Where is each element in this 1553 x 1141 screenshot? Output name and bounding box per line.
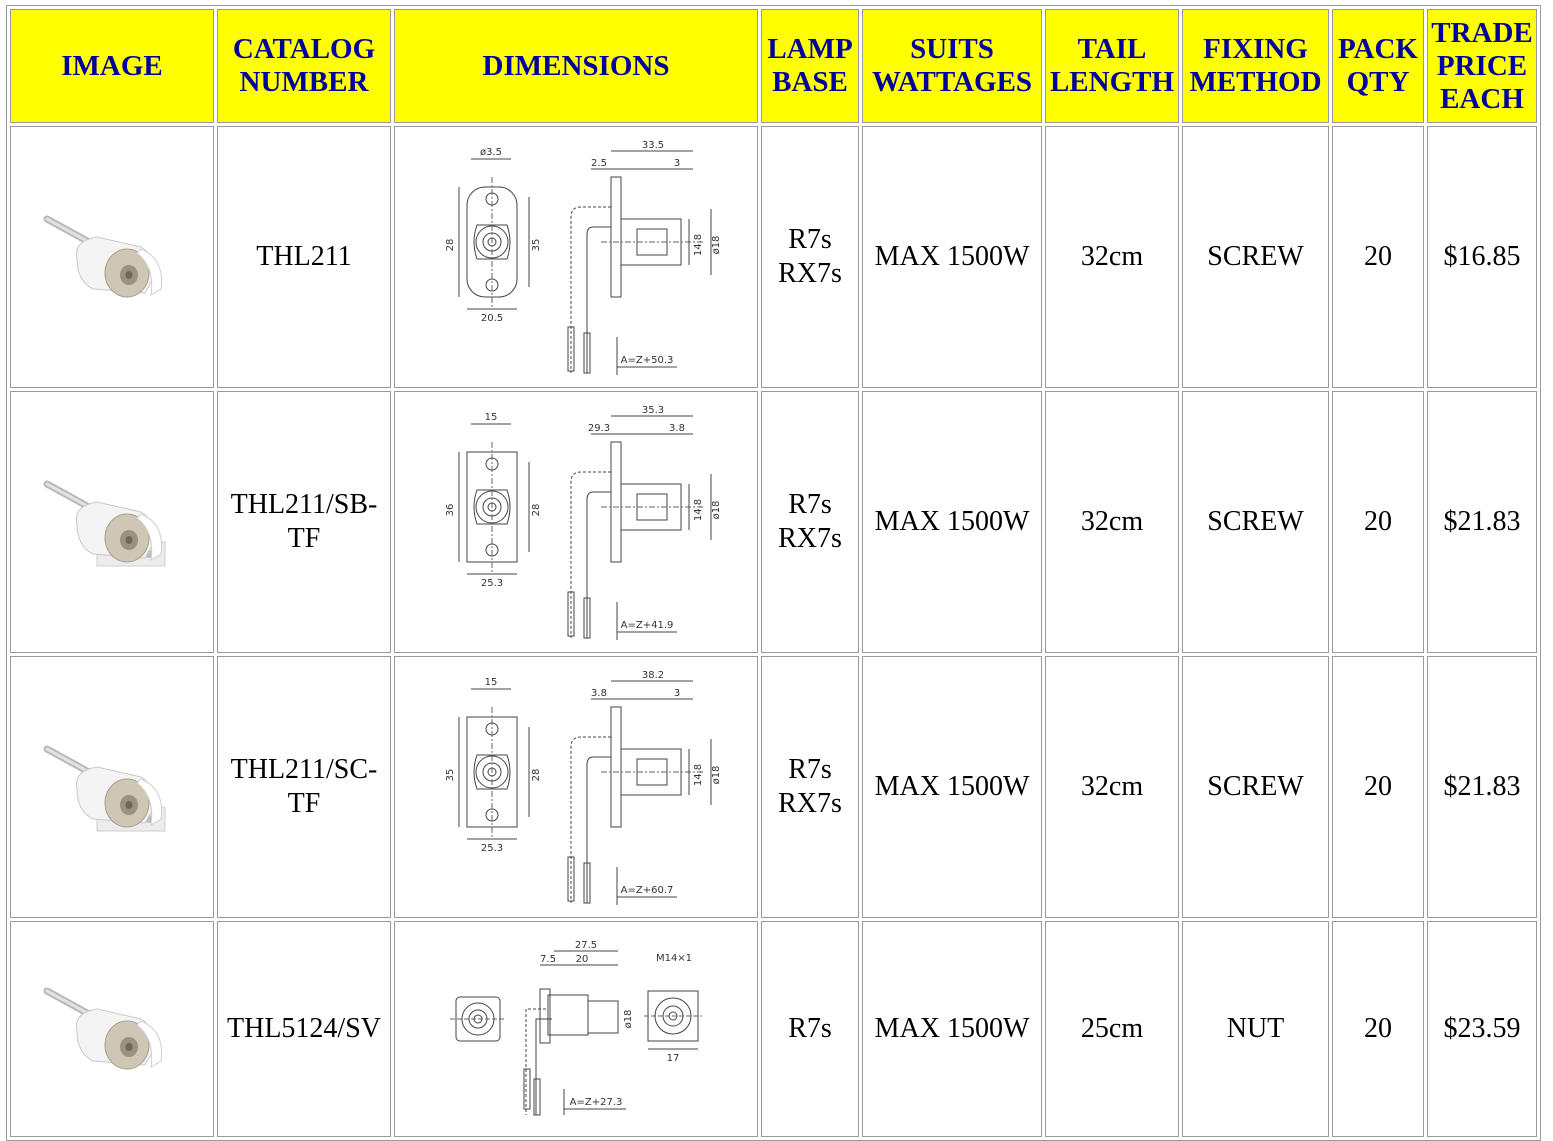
product-image-cell (10, 391, 214, 653)
dimensions-cell: 35 28 25.3 15 38.2 3.8 3 14.8 ø18 A=Z+60.… (394, 656, 758, 918)
dimension-label: 3 (674, 158, 680, 169)
dimension-label: 27.5 (575, 940, 597, 951)
fixing-method: SCREW (1182, 126, 1329, 388)
dimension-label: ø18 (623, 1010, 634, 1029)
catalog-number: THL211 (217, 126, 391, 388)
dimension-drawing: 36 28 25.3 15 35.3 29.3 3.8 14.8 ø18 A=Z+… (445, 405, 721, 640)
pack-qty: 20 (1332, 391, 1424, 653)
product-photo (43, 480, 166, 567)
header-catalog-number: CATALOG NUMBER (217, 9, 391, 123)
dimension-label: 28 (531, 769, 542, 782)
header-dimensions: DIMENSIONS (394, 9, 758, 123)
dimension-label: 20 (576, 954, 589, 965)
product-image-cell (10, 126, 214, 388)
dimension-label: ø18 (711, 236, 721, 255)
suits-wattages: MAX 1500W (862, 656, 1042, 918)
dimension-label: 25.3 (481, 843, 503, 854)
catalog-number: THL5124/SV (217, 921, 391, 1137)
dimension-label: 33.5 (642, 140, 664, 151)
header-tail-length: TAIL LENGTH (1045, 9, 1179, 123)
dimensions-cell: 27.5 7.5 20 M14×1 ø18 17 A=Z+27.3 (394, 921, 758, 1137)
trade-price: $21.83 (1427, 656, 1537, 918)
dimension-label: M14×1 (656, 953, 692, 964)
fixing-method: NUT (1182, 921, 1329, 1137)
header-suits-wattages: SUITS WATTAGES (862, 9, 1042, 123)
dimension-label: 28 (445, 239, 456, 252)
lamp-base: R7s RX7s (761, 126, 859, 388)
dimension-label: 17 (667, 1053, 680, 1064)
dimension-label: 36 (445, 504, 456, 517)
dimension-label: ø3.5 (480, 147, 502, 158)
tail-length: 25cm (1045, 921, 1179, 1137)
product-image-cell (10, 921, 214, 1137)
dimension-label: 14.8 (693, 499, 704, 521)
trade-price: $23.59 (1427, 921, 1537, 1137)
header-row: IMAGE CATALOG NUMBER DIMENSIONS LAMP BAS… (10, 9, 1537, 123)
dimension-label: 25.3 (481, 578, 503, 589)
dimension-drawing: 35 28 25.3 15 38.2 3.8 3 14.8 ø18 A=Z+60.… (445, 670, 721, 905)
dimension-label: 35.3 (642, 405, 664, 416)
table-row: THL211/SB- TF 36 28 25.3 15 35.3 29.3 3.8… (10, 391, 1537, 653)
dimension-label: 2.5 (591, 158, 607, 169)
tail-length: 32cm (1045, 391, 1179, 653)
dimension-label: A=Z+41.9 (621, 620, 674, 631)
dimension-label: A=Z+27.3 (570, 1097, 623, 1108)
suits-wattages: MAX 1500W (862, 126, 1042, 388)
table-row: THL211 28 35 20.5 ø3.5 33.5 2.5 3 14.8 ø1… (10, 126, 1537, 388)
dimension-label: 14.8 (693, 764, 704, 786)
fixing-method: SCREW (1182, 391, 1329, 653)
tail-length: 32cm (1045, 656, 1179, 918)
dimension-label: ø18 (711, 501, 721, 520)
trade-price: $16.85 (1427, 126, 1537, 388)
dimension-label: 3 (674, 688, 680, 699)
dimension-label: ø18 (711, 766, 721, 785)
pack-qty: 20 (1332, 126, 1424, 388)
product-photo (43, 745, 166, 832)
lamp-base: R7s RX7s (761, 391, 859, 653)
dimension-label: 15 (485, 412, 498, 423)
dimension-label: 38.2 (642, 670, 664, 681)
suits-wattages: MAX 1500W (862, 921, 1042, 1137)
pack-qty: 20 (1332, 921, 1424, 1137)
dimension-label: 35 (531, 239, 542, 252)
header-pack-qty: PACK QTY (1332, 9, 1424, 123)
product-photo (43, 987, 163, 1070)
dimension-label: 3.8 (591, 688, 607, 699)
product-photo (43, 215, 163, 298)
dimension-label: 14.8 (693, 234, 704, 256)
dimension-drawing: 28 35 20.5 ø3.5 33.5 2.5 3 14.8 ø18 A=Z+5… (445, 140, 721, 375)
table-row: THL211/SC- TF 35 28 25.3 15 38.2 3.8 3 14… (10, 656, 1537, 918)
dimensions-cell: 28 35 20.5 ø3.5 33.5 2.5 3 14.8 ø18 A=Z+5… (394, 126, 758, 388)
header-fixing-method: FIXING METHOD (1182, 9, 1329, 123)
product-image-cell (10, 656, 214, 918)
dimension-label: 35 (445, 769, 456, 782)
trade-price: $21.83 (1427, 391, 1537, 653)
lamp-base: R7s RX7s (761, 656, 859, 918)
table-row: THL5124/SV 27.5 7.5 20 M14×1 ø18 17 A=Z+27… (10, 921, 1537, 1137)
dimension-label: 29.3 (588, 423, 610, 434)
dimension-drawing: 27.5 7.5 20 M14×1 ø18 17 A=Z+27.3 (450, 940, 702, 1116)
dimension-label: A=Z+50.3 (621, 355, 674, 366)
lamp-base: R7s (761, 921, 859, 1137)
header-image: IMAGE (10, 9, 214, 123)
header-lamp-base: LAMP BASE (761, 9, 859, 123)
catalog-number: THL211/SB- TF (217, 391, 391, 653)
product-catalog-table: IMAGE CATALOG NUMBER DIMENSIONS LAMP BAS… (6, 5, 1541, 1141)
suits-wattages: MAX 1500W (862, 391, 1042, 653)
dimension-label: 7.5 (540, 954, 556, 965)
header-trade-price: TRADE PRICE EACH (1427, 9, 1537, 123)
fixing-method: SCREW (1182, 656, 1329, 918)
dimension-label: 20.5 (481, 313, 503, 324)
dimensions-cell: 36 28 25.3 15 35.3 29.3 3.8 14.8 ø18 A=Z+… (394, 391, 758, 653)
pack-qty: 20 (1332, 656, 1424, 918)
dimension-label: 28 (531, 504, 542, 517)
dimension-label: A=Z+60.7 (621, 885, 674, 896)
dimension-label: 15 (485, 677, 498, 688)
catalog-number: THL211/SC- TF (217, 656, 391, 918)
tail-length: 32cm (1045, 126, 1179, 388)
dimension-label: 3.8 (669, 423, 685, 434)
